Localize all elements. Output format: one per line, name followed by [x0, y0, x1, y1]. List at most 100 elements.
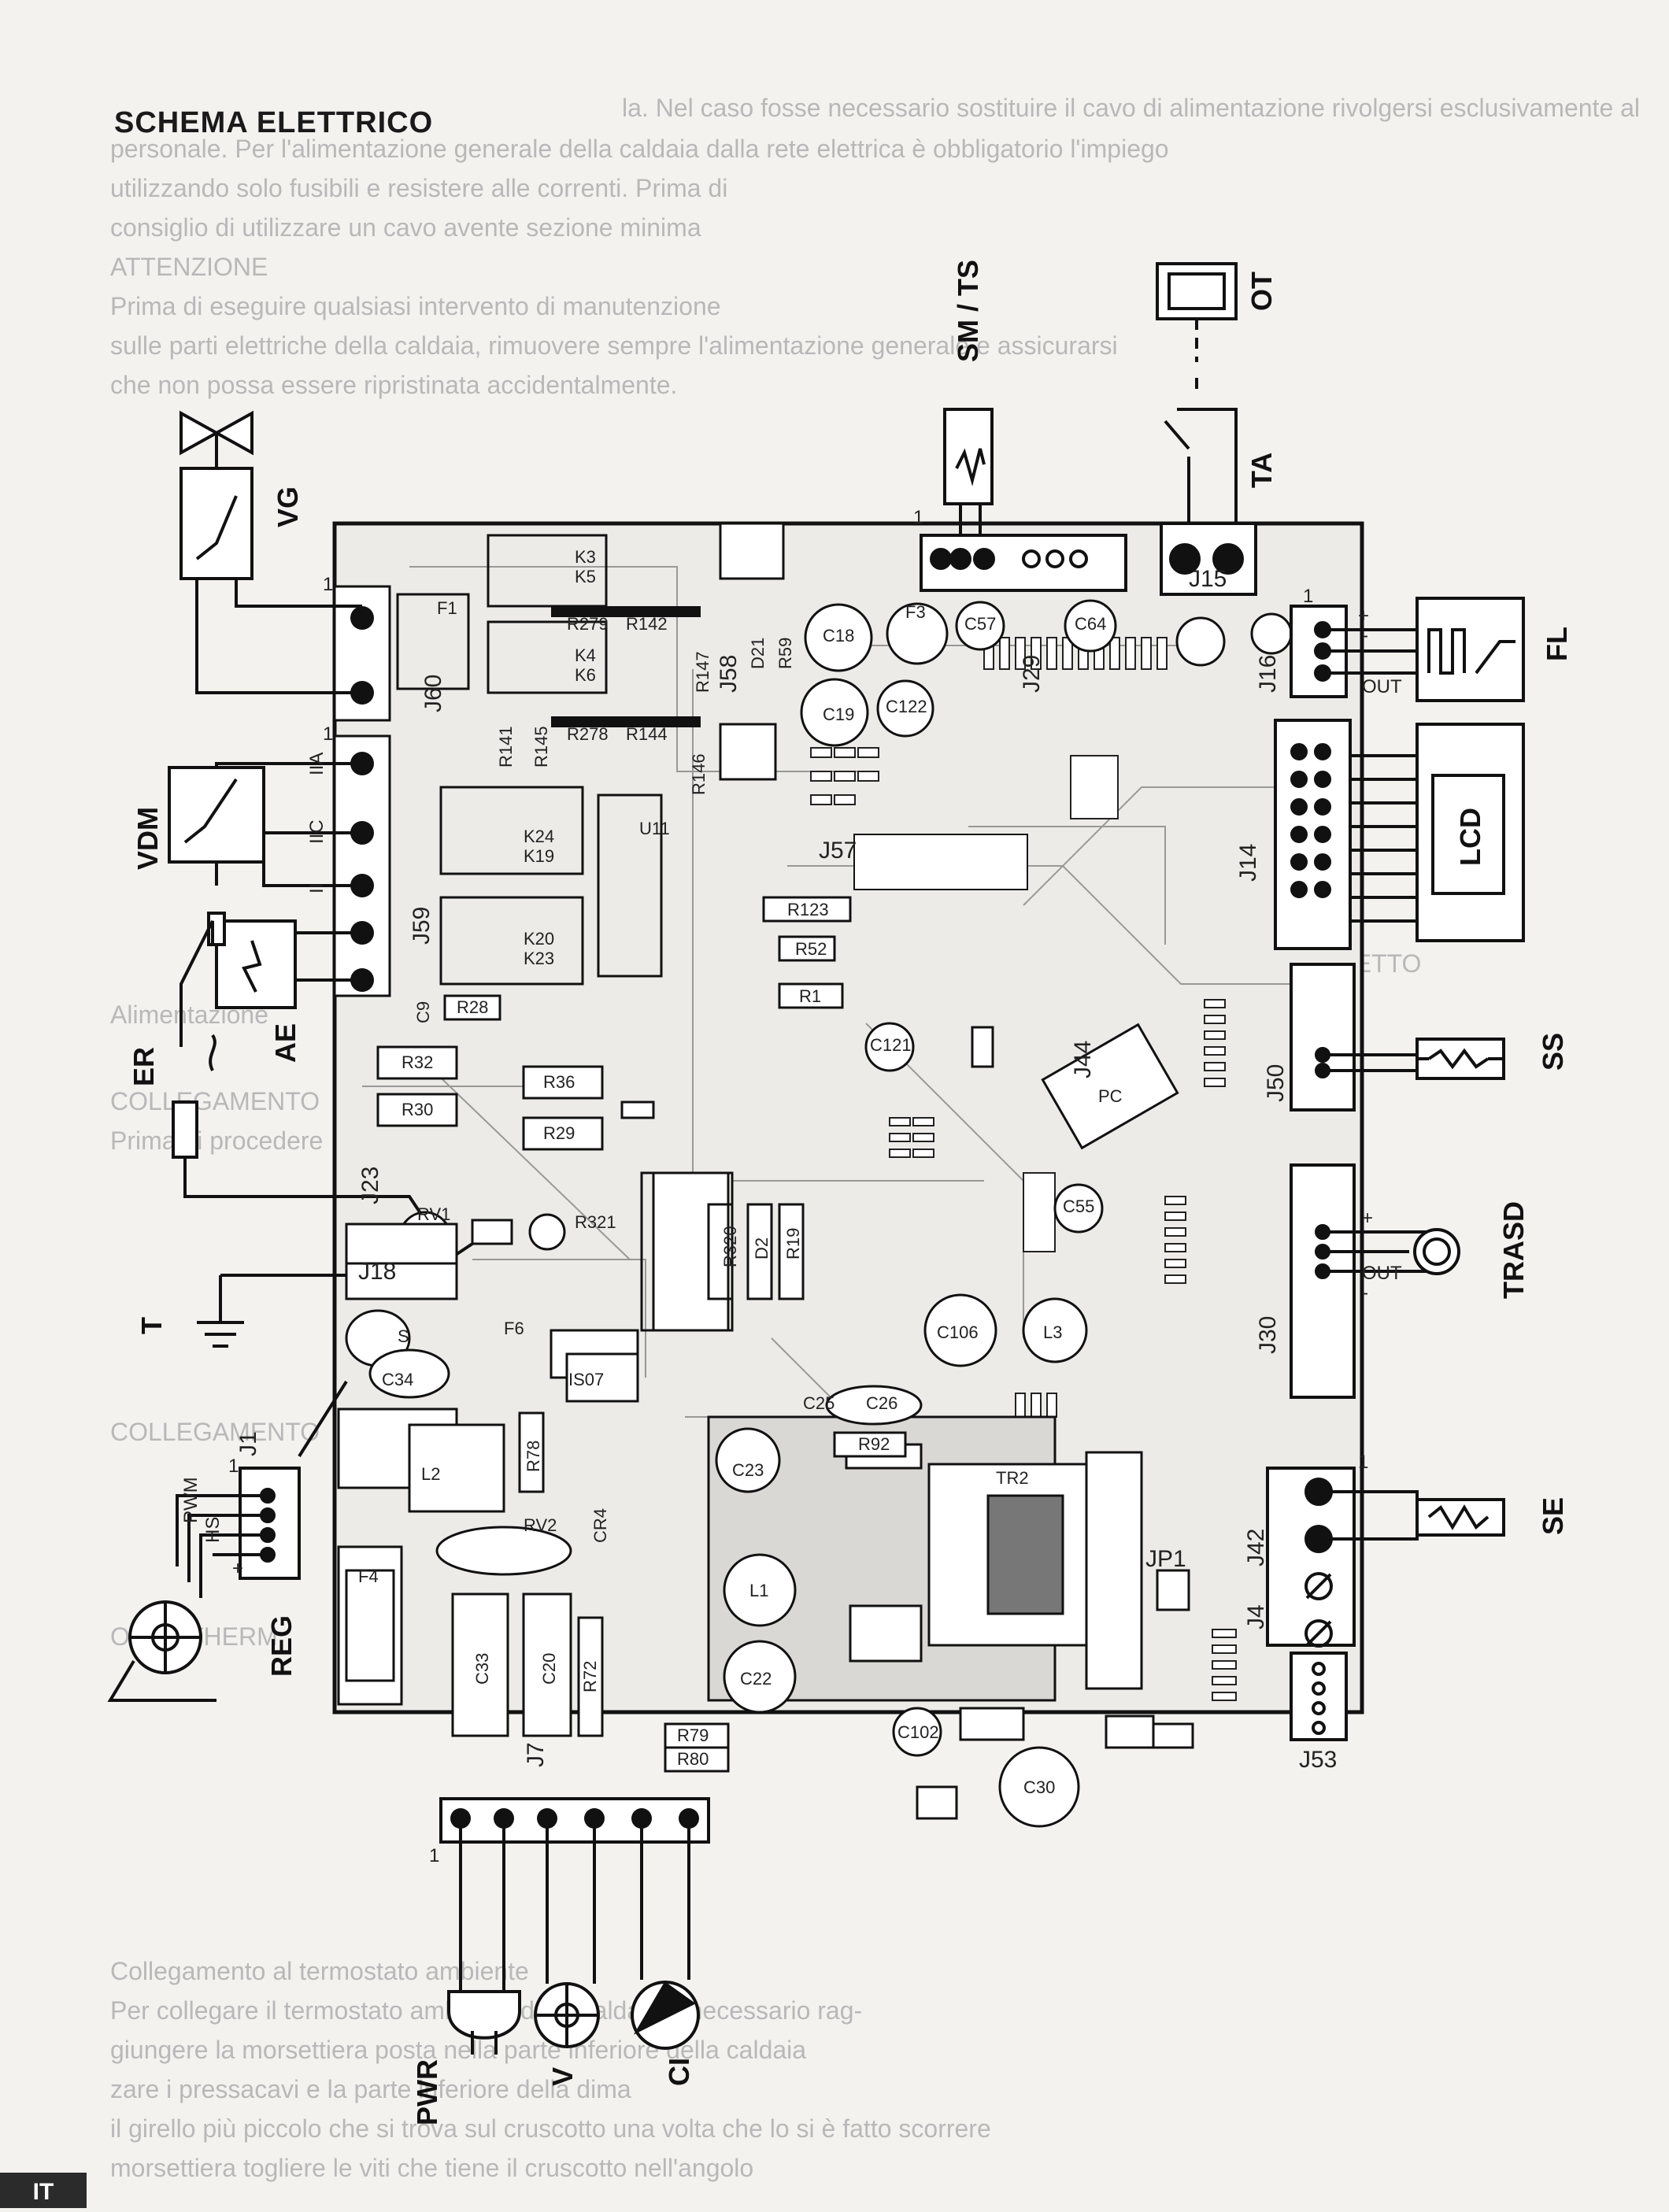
pin-j1-plus: + [232, 1558, 243, 1579]
pin-smts-1: 1 [913, 507, 923, 528]
pin-fl-minus: - [1362, 625, 1368, 646]
comp-k4: K4 [575, 645, 596, 665]
comp-d2: D2 [752, 1237, 772, 1260]
comp-r278: R278 [567, 724, 609, 744]
comp-c34: C34 [382, 1370, 413, 1389]
comp-c20: C20 [539, 1653, 559, 1685]
label-j53: J53 [1299, 1747, 1337, 1773]
label-v: V [546, 2067, 579, 2086]
relays-top [396, 534, 663, 986]
bleed-line: sulle parti elettriche della caldaia, ri… [110, 331, 1118, 360]
comp-rv1: RV1 [417, 1204, 450, 1224]
label-ot: OT [1245, 272, 1278, 311]
lower-left-parts [337, 1407, 730, 1773]
label-j23: J23 [357, 1167, 383, 1204]
comp-r146: R146 [689, 753, 709, 795]
bleed-line: morsettiera togliere le viti che tiene i… [110, 2154, 753, 2182]
comp-r279: R279 [567, 614, 609, 634]
comp-d21: D21 [748, 638, 768, 669]
comp-c122: C122 [886, 697, 927, 716]
sensor-se [1266, 1467, 1505, 1741]
comp-r144: R144 [626, 724, 668, 744]
label-reg: REG [265, 1615, 298, 1677]
component-labels: F1 K3 K5 K4 K6 R279 R142 R278 R144 R141 … [358, 547, 1123, 1797]
label-er: ER [128, 1047, 160, 1086]
comp-r80: R80 [677, 1749, 709, 1769]
lcd-display [1274, 719, 1525, 950]
pin-j59-iic: IIC [306, 819, 328, 844]
label-j1: J1 [235, 1431, 261, 1456]
pin-j59-ii: II [306, 883, 328, 893]
bleed-line: utilizzando solo fusibili e resistere al… [110, 174, 727, 202]
top-caps [719, 522, 1293, 1234]
comp-f3: F3 [905, 602, 926, 622]
comp-l1: L1 [749, 1581, 768, 1600]
comp-f1: F1 [437, 598, 457, 618]
comp-c18: C18 [823, 626, 854, 645]
comp-c57: C57 [964, 614, 996, 634]
label-ss: SS [1537, 1033, 1569, 1071]
connector-j7 [439, 1797, 710, 1844]
bleed-line: ATTENZIONE [110, 253, 268, 281]
label-j16: J16 [1255, 655, 1281, 693]
pin-j7-1: 1 [429, 1845, 439, 1866]
comp-l2: L2 [421, 1464, 440, 1484]
connector-labels: J60 J59 J23 J18 J1 J7 J15 J16 J14 J50 J3… [235, 566, 1337, 1773]
comp-r29: R29 [543, 1123, 575, 1143]
comp-r147: R147 [693, 651, 712, 693]
pin-j59-iia: IIA [306, 753, 328, 775]
label-j50: J50 [1263, 1064, 1289, 1102]
power-section [707, 1293, 1194, 1828]
label-j59: J59 [409, 907, 435, 945]
comp-r123: R123 [787, 900, 829, 919]
pin-j1-1: 1 [228, 1456, 239, 1477]
comp-r36: R36 [543, 1072, 575, 1092]
lower-left-ellipses [345, 1223, 639, 1403]
comp-r30: R30 [402, 1100, 433, 1119]
language-tab: IT [0, 2173, 87, 2208]
label-j44: J44 [1070, 1041, 1096, 1078]
pin-fl-plus: + [1358, 605, 1369, 627]
label-fl: FL [1541, 627, 1573, 661]
comp-r1: R1 [799, 986, 821, 1006]
comp-f6: F6 [504, 1319, 524, 1338]
bleed-line: zare i pressacavi e la parte inferiore d… [110, 2075, 631, 2103]
label-j30: J30 [1255, 1316, 1281, 1354]
label-j42: J42 [1243, 1529, 1269, 1567]
comp-tr2: TR2 [996, 1468, 1029, 1488]
comp-c9: C9 [413, 1001, 433, 1023]
label-j29: J29 [1019, 655, 1045, 693]
comp-c106: C106 [937, 1322, 979, 1342]
connector-j59 [333, 734, 391, 997]
label-ae: AE [269, 1023, 302, 1063]
sensor-ss [1290, 963, 1505, 1112]
thick-resistors [551, 606, 701, 727]
comp-r28: R28 [457, 997, 488, 1017]
label-j58: J58 [716, 655, 742, 693]
comp-k6: K6 [575, 665, 596, 685]
label-jp1: JP1 [1145, 1546, 1186, 1572]
comp-k3: K3 [575, 547, 596, 567]
page-title: SCHEMA ELETTRICO [114, 106, 434, 139]
comp-pc: PC [1098, 1086, 1123, 1106]
comp-r320: R320 [720, 1226, 740, 1267]
bleed-line: la. Nel caso fosse necessario sostituire… [622, 94, 1640, 122]
pin-trasd-minus: - [1362, 1282, 1368, 1304]
label-j57: J57 [819, 838, 857, 864]
comp-rv2: RV2 [524, 1515, 557, 1535]
label-se: SE [1537, 1497, 1569, 1535]
comp-k5: K5 [575, 567, 596, 586]
label-sm-ts: SM / TS [952, 260, 984, 362]
label-t: T [135, 1317, 168, 1334]
comp-r59: R59 [775, 638, 795, 669]
comp-c30: C30 [1023, 1777, 1055, 1797]
comp-r78: R78 [524, 1441, 543, 1472]
bleed-line: personale. Per l'alimentazione generale … [110, 135, 1169, 163]
bleed-line: consiglio di utilizzare un cavo avente s… [110, 213, 701, 242]
comp-l3: L3 [1043, 1322, 1062, 1342]
comp-c121: C121 [870, 1035, 912, 1055]
pin-labels: 1 1 IIA IIC II 1 PWM HS + 1 1 1 + - OUT … [180, 507, 1402, 1866]
pc-chip [1041, 1023, 1179, 1150]
sensor-sm-ts [920, 408, 1127, 592]
